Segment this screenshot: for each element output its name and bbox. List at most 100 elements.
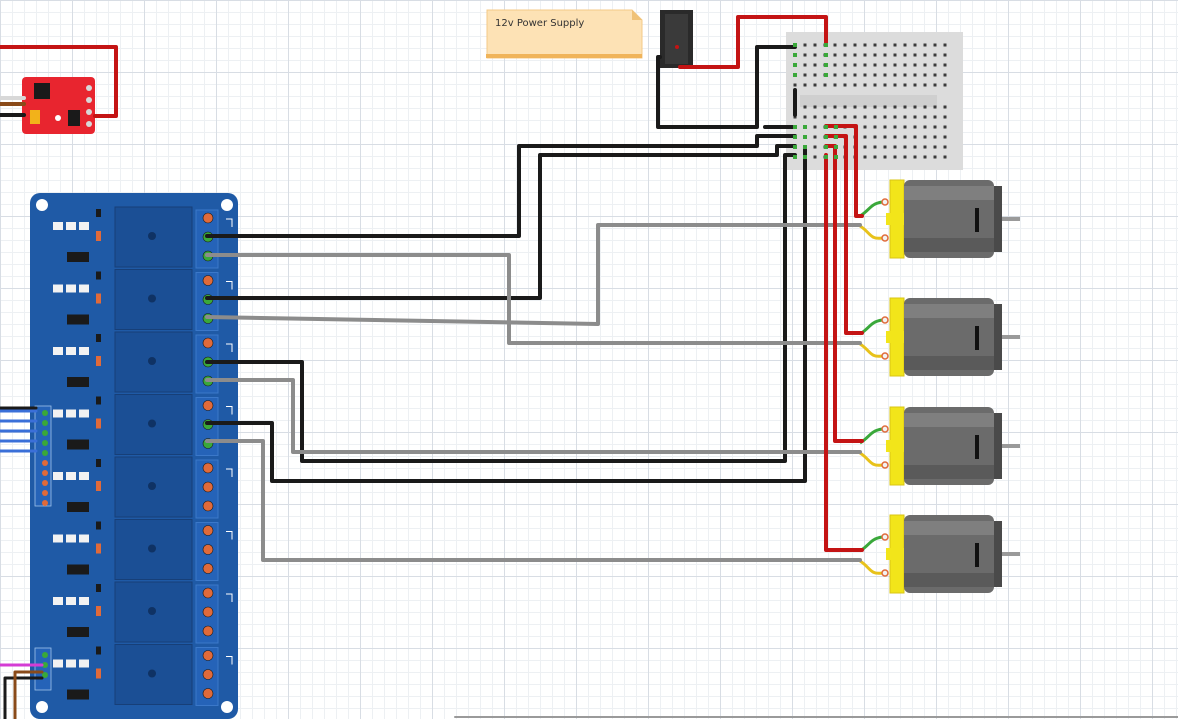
breadboard-connection [793,135,797,139]
screw-terminal[interactable] [202,606,214,618]
screw-terminal[interactable] [202,669,214,680]
wire-psu-red[interactable] [678,15,828,69]
breadboard-hole [883,53,887,57]
relay-channel[interactable] [53,394,233,456]
breadboard-hole [943,83,947,87]
dc-motor[interactable] [859,179,1020,259]
breadboard-hole [823,83,827,87]
wire-psu-black[interactable] [656,45,797,129]
led [96,418,101,429]
breadboard-hole [903,135,907,139]
relay-channel[interactable] [53,206,233,269]
wire-relay2-black[interactable] [205,144,797,300]
breadboard-hole [943,155,947,159]
led [96,356,101,366]
breadboard-hole [943,73,947,77]
screw-terminal[interactable] [202,563,214,574]
ph-sensor-board[interactable] [22,77,95,134]
dc-motor[interactable] [859,406,1020,486]
wire-sensor-red[interactable] [0,45,118,118]
breadboard[interactable] [786,32,963,170]
wire-motor3-red[interactable] [824,144,864,443]
screw-terminal[interactable] [202,650,214,661]
breadboard-hole [913,125,917,129]
breadboard-connection [793,145,797,149]
breadboard-hole [813,145,817,149]
smd-resistor [66,347,76,355]
relay-board[interactable] [30,193,238,719]
wires [0,15,1178,719]
breadboard-connection [793,73,797,77]
screw-terminal[interactable] [202,212,214,224]
screw-terminal[interactable] [202,500,214,512]
led [96,231,101,241]
dc-motor[interactable] [859,514,1020,594]
breadboard-connection [824,155,828,159]
screw-terminal[interactable] [202,688,214,699]
breadboard-hole [923,145,927,149]
breadboard-hole [913,43,917,47]
relay-channel[interactable] [53,644,233,706]
motor-shaft [1002,552,1020,556]
breadboard-hole [883,63,887,67]
power-supply-note[interactable]: 12v Power Supply [486,9,643,59]
screw-terminal[interactable] [202,481,214,493]
breadboard-connection [803,155,807,159]
wire-relay1-black[interactable] [205,134,797,238]
smd-resistor [53,222,63,230]
breadboard-hole [863,53,867,57]
breadboard-hole [913,105,917,109]
relay-channel[interactable] [53,581,233,644]
relay-channel[interactable] [53,519,233,581]
breadboard-connection [834,145,838,149]
smd-diode [96,521,101,530]
breadboard-hole [923,155,927,159]
wire-motor1-red[interactable] [824,124,864,218]
breadboard-hole [933,105,937,109]
breadboard-hole [913,115,917,119]
wire-relay2-gray[interactable] [205,223,862,326]
wire-relay3-black[interactable] [205,153,797,463]
breadboard-hole [893,155,897,159]
screw-terminal[interactable] [202,400,214,411]
breadboard-hole [903,73,907,77]
optocoupler [67,564,89,575]
wire-relay4-black[interactable] [205,146,807,483]
wire-motor4-red[interactable] [824,153,864,552]
breadboard-hole [873,83,877,87]
optocoupler [67,689,89,700]
breadboard-hole [933,83,937,87]
wire-power-black[interactable] [3,676,44,719]
screw-terminal[interactable] [202,525,214,536]
breadboard-connection [793,43,797,47]
optocoupler [67,439,89,450]
led [96,481,101,491]
breadboard-hole [943,63,947,67]
relay-channel[interactable] [53,269,233,331]
led [96,543,101,554]
optocoupler [67,314,89,325]
wire-relay1-gray[interactable] [205,253,862,345]
breadboard-hole [823,115,827,119]
screw-terminal[interactable] [202,544,214,555]
input-header[interactable] [42,410,48,506]
wire-relay3-gray[interactable] [205,378,862,454]
screw-terminal[interactable] [202,625,214,637]
screw-terminal[interactable] [202,587,214,599]
screw-terminal[interactable] [202,462,214,474]
wire-power-brown[interactable] [13,670,44,719]
screw-terminal[interactable] [202,275,214,286]
wire-relay4-gray[interactable] [205,439,862,562]
breadboard-hole [923,43,927,47]
smd-resistor [79,409,89,418]
relay-channel[interactable] [53,456,233,519]
barrel-jack[interactable] [660,10,693,68]
breadboard-hole [913,63,917,67]
motor-shaft [1002,217,1020,221]
breadboard-hole [863,105,867,109]
breadboard-hole [903,83,907,87]
breadboard-hole [813,155,817,159]
dc-motor[interactable] [859,297,1020,377]
screw-terminal[interactable] [202,337,214,349]
